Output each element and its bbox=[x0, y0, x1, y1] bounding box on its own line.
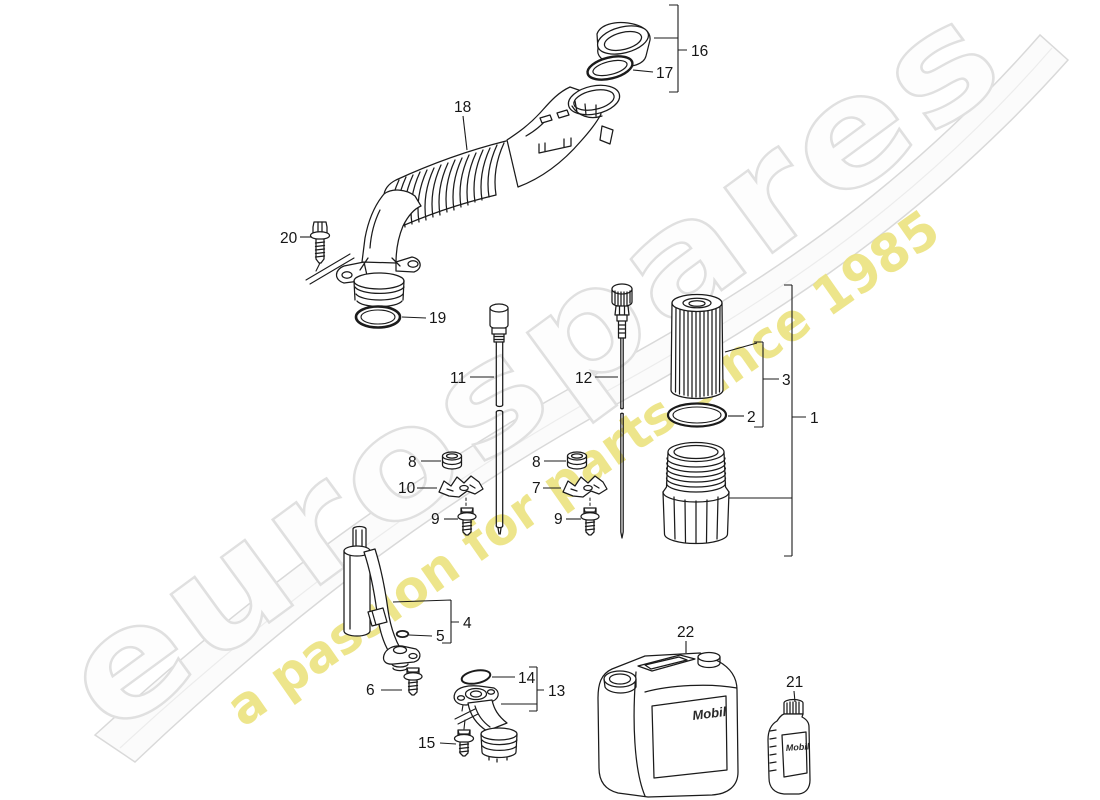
part-19-o-ring bbox=[356, 307, 400, 328]
callout-16-bracket bbox=[654, 4, 687, 93]
callout-14-label: 14 bbox=[518, 670, 536, 687]
callout-22: 22 bbox=[677, 624, 694, 653]
callout-12: 12 bbox=[575, 370, 618, 387]
callout-12-label: 12 bbox=[575, 370, 592, 387]
part-6-screw bbox=[404, 668, 422, 695]
part-10-clamp bbox=[439, 476, 483, 508]
swoosh-inner-line bbox=[119, 47, 1053, 749]
part-9-screw-right bbox=[581, 508, 599, 535]
callout-15: 15 bbox=[418, 735, 457, 752]
part-4-tube-assembly bbox=[344, 527, 420, 671]
part-11-guide-tube bbox=[490, 304, 508, 534]
callout-7: 7 bbox=[532, 480, 561, 497]
part-14-o-ring bbox=[461, 668, 492, 686]
callout-18: 18 bbox=[454, 99, 471, 151]
watermark: eurospares a passion for parts since 198… bbox=[30, 0, 1037, 767]
callout-2: 2 bbox=[728, 409, 756, 426]
part-16-filler-cap bbox=[595, 21, 652, 66]
callout-20-label: 20 bbox=[280, 230, 298, 247]
callout-9b-label: 9 bbox=[554, 511, 563, 528]
callout-9b: 9 bbox=[554, 511, 581, 528]
callout-5-label: 5 bbox=[436, 628, 445, 645]
callout-8a: 8 bbox=[408, 454, 441, 471]
callout-22-label: 22 bbox=[677, 624, 694, 641]
callout-17-label: 17 bbox=[656, 65, 673, 82]
callout-10-label: 10 bbox=[398, 480, 416, 497]
callout-20: 20 bbox=[280, 230, 312, 247]
callout-21: 21 bbox=[786, 674, 803, 703]
callout-4-label: 4 bbox=[463, 615, 472, 632]
callout-8b-label: 8 bbox=[532, 454, 541, 471]
callout-5: 5 bbox=[408, 628, 445, 645]
callout-18-label: 18 bbox=[454, 99, 471, 116]
part-9-screw-left bbox=[458, 508, 476, 535]
break-line bbox=[306, 254, 354, 284]
part-13-suction-elbow bbox=[454, 686, 517, 762]
callout-5-leader bbox=[408, 634, 433, 637]
callout-11-label: 11 bbox=[450, 370, 466, 387]
callout-6-label: 6 bbox=[366, 682, 375, 699]
background-swoosh bbox=[93, 33, 1070, 763]
callout-21-label: 21 bbox=[786, 674, 803, 691]
callout-16-label: 16 bbox=[691, 43, 708, 60]
callout-2-label: 2 bbox=[747, 409, 756, 426]
callout-16: 16 bbox=[654, 4, 708, 93]
part-20-screw bbox=[306, 222, 354, 284]
canister-brand-label: Mobil bbox=[692, 704, 728, 723]
part-8-grommet-left bbox=[443, 452, 462, 469]
callout-6: 6 bbox=[366, 682, 402, 699]
callout-1-label: 1 bbox=[810, 410, 819, 427]
callout-8a-label: 8 bbox=[408, 454, 417, 471]
callout-13-label: 13 bbox=[548, 683, 565, 700]
bottle-brand-label: Mobil bbox=[785, 741, 810, 753]
callout-3-bracket bbox=[724, 341, 779, 428]
part-15-screw bbox=[455, 730, 474, 756]
callout-14: 14 bbox=[492, 670, 536, 687]
callout-3: 3 bbox=[724, 341, 791, 428]
callout-15-leader bbox=[439, 742, 457, 745]
callout-13-bracket bbox=[501, 666, 544, 712]
callout-19: 19 bbox=[401, 310, 446, 327]
callout-1-bracket bbox=[729, 284, 806, 557]
callout-9a-label: 9 bbox=[431, 511, 440, 528]
part-17-sealing-ring bbox=[585, 52, 635, 84]
callout-17-leader bbox=[632, 69, 654, 73]
callout-17: 17 bbox=[632, 65, 673, 82]
callout-4-bracket bbox=[392, 599, 459, 644]
break-line bbox=[455, 705, 478, 729]
callout-3-label: 3 bbox=[782, 372, 791, 389]
callout-19-label: 19 bbox=[429, 310, 446, 327]
watermark-brand-text: eurospares bbox=[31, 0, 1035, 766]
diagram-parts: Mobil Mobil bbox=[306, 21, 810, 797]
callout-9a: 9 bbox=[431, 511, 458, 528]
callout-7-label: 7 bbox=[532, 480, 541, 497]
callout-19-leader bbox=[401, 316, 427, 319]
callouts: 16 17 18 20 19 11 12 3 bbox=[280, 4, 819, 752]
callout-10: 10 bbox=[398, 480, 437, 497]
callout-8b: 8 bbox=[532, 454, 566, 471]
callout-13: 13 bbox=[501, 666, 565, 712]
swoosh-band bbox=[93, 33, 1070, 763]
part-7-clamp bbox=[563, 476, 607, 508]
part-18-filler-tube bbox=[337, 81, 623, 307]
callout-1: 1 bbox=[729, 284, 819, 557]
part-22-oil-canister: Mobil bbox=[598, 653, 738, 798]
part-8-grommet-right bbox=[568, 452, 587, 469]
part-2-o-ring bbox=[668, 404, 726, 427]
callout-4: 4 bbox=[392, 599, 472, 644]
callout-21-leader bbox=[793, 690, 796, 703]
part-3-filter-element bbox=[671, 295, 723, 399]
callout-18-leader bbox=[462, 115, 468, 151]
part-12-dipstick bbox=[612, 284, 632, 538]
part-1-filter-housing bbox=[663, 443, 729, 544]
part-21-oil-bottle: Mobil bbox=[768, 700, 810, 795]
callout-15-label: 15 bbox=[418, 735, 435, 752]
part-5-seal-ring bbox=[397, 631, 409, 637]
callout-11: 11 bbox=[450, 370, 494, 387]
